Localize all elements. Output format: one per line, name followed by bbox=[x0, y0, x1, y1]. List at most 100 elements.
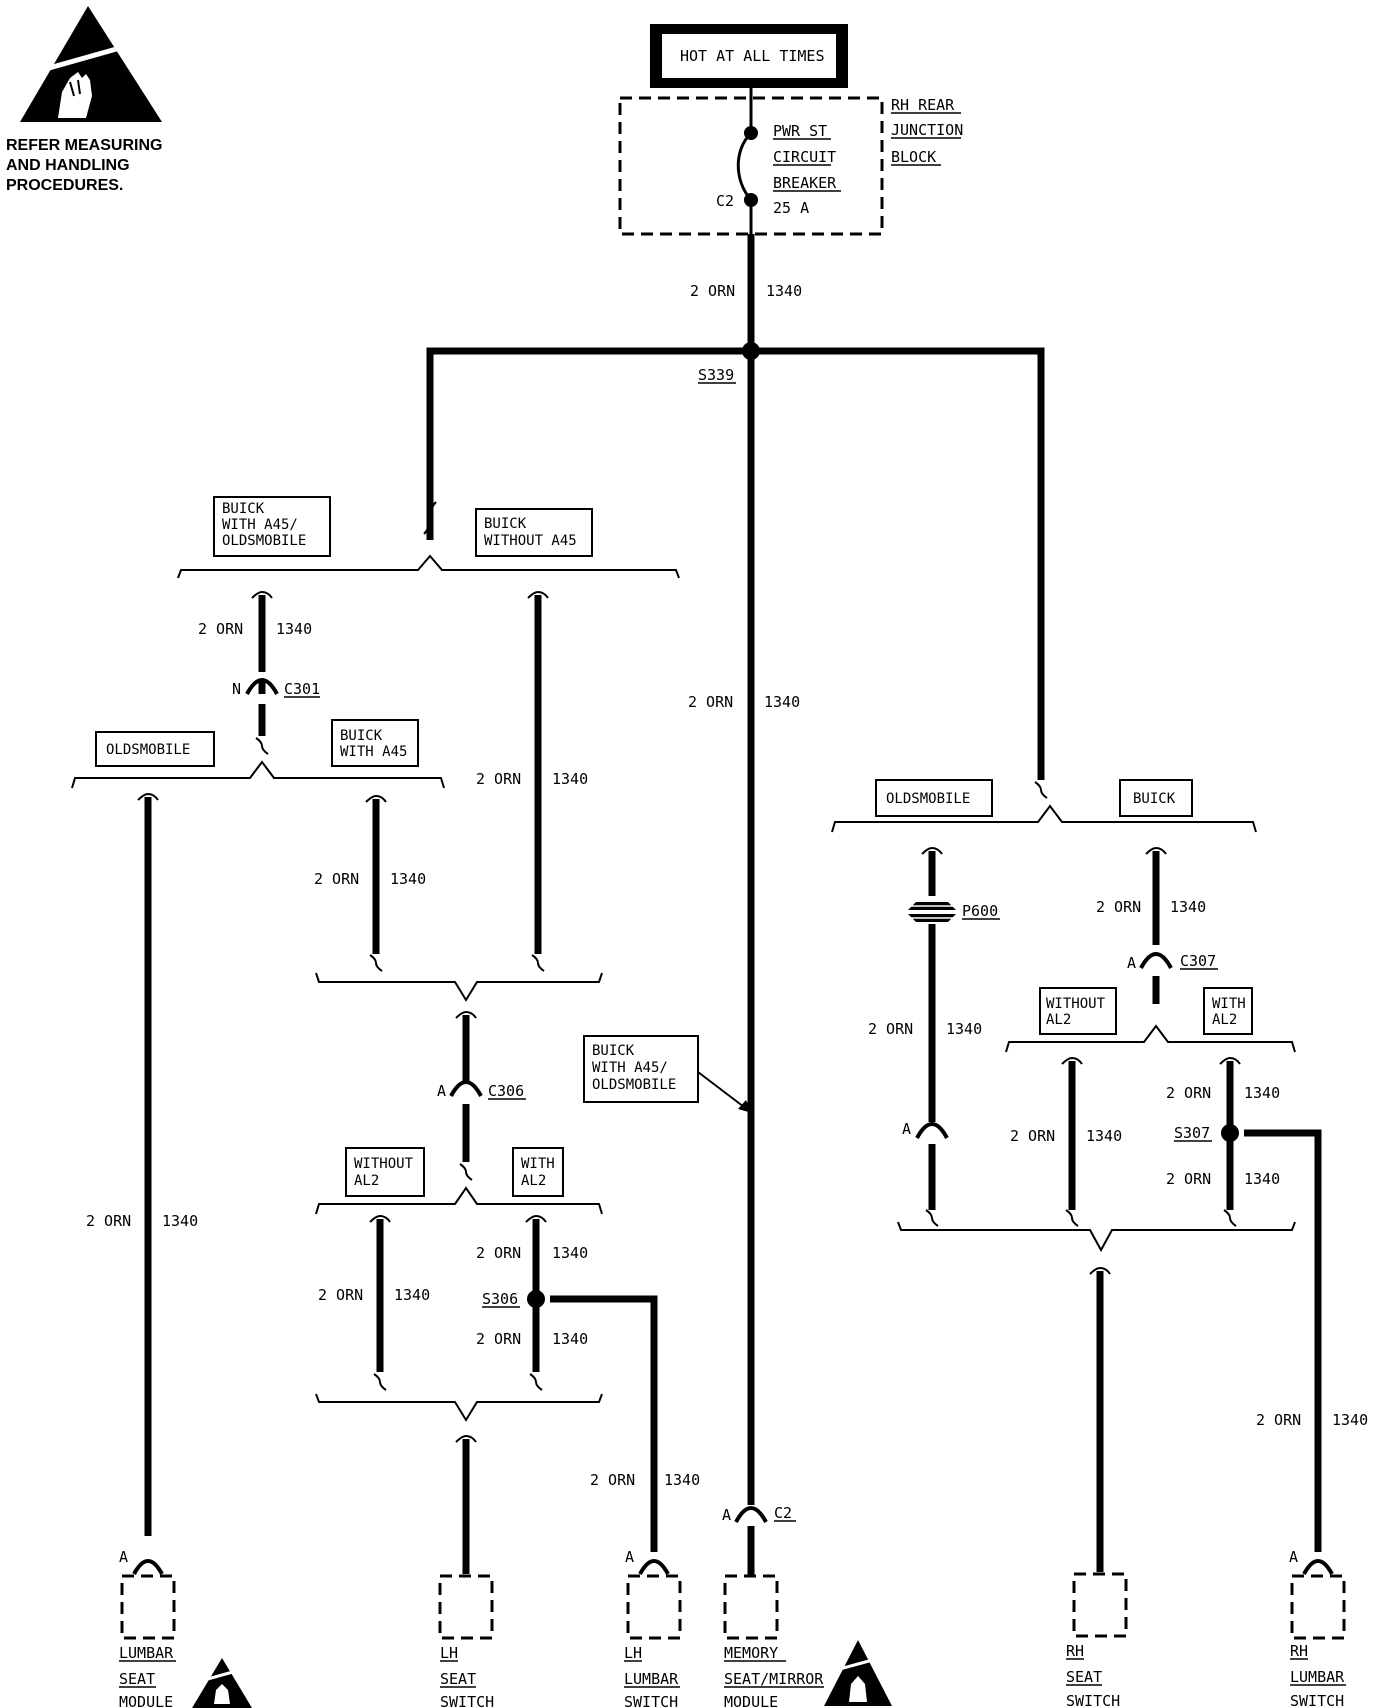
option-buick-with-a45 bbox=[331, 719, 419, 767]
option-with-al2-left bbox=[512, 1147, 564, 1197]
svg-text:BUICK: BUICK bbox=[484, 516, 527, 532]
svg-text:2 ORN: 2 ORN bbox=[86, 1212, 131, 1230]
svg-text:A: A bbox=[1289, 1548, 1298, 1566]
connector-rh-lumbar-switch bbox=[1302, 1559, 1334, 1575]
svg-text:1340: 1340 bbox=[946, 1020, 982, 1038]
connector-c2-pin: A bbox=[722, 1506, 731, 1524]
memory-module-label-1: MEMORY bbox=[724, 1644, 778, 1662]
option-without-al2-left bbox=[345, 1147, 425, 1197]
memory-module-label-3: MODULE bbox=[724, 1693, 778, 1708]
svg-text:WITH A45/: WITH A45/ bbox=[592, 1060, 668, 1076]
breaker-rating: 25 A bbox=[773, 199, 809, 217]
splice-s307 bbox=[1221, 1124, 1239, 1142]
esd-note-line-1: REFER MEASURING bbox=[6, 137, 162, 154]
svg-text:2 ORN: 2 ORN bbox=[318, 1286, 363, 1304]
svg-text:OLDSMOBILE: OLDSMOBILE bbox=[222, 533, 306, 549]
lh-seat-switch-label-1: LH bbox=[440, 1644, 458, 1662]
connector-c307-label: C307 bbox=[1180, 952, 1216, 970]
svg-text:WITH: WITH bbox=[1212, 996, 1246, 1012]
svg-text:AL2: AL2 bbox=[1046, 1012, 1071, 1028]
rh-seat-switch-label-2: SEAT bbox=[1066, 1668, 1102, 1686]
center-wire-circuit: 1340 bbox=[764, 693, 800, 711]
svg-text:1340: 1340 bbox=[1244, 1084, 1280, 1102]
join-bracket-lh-seat bbox=[315, 1393, 603, 1422]
svg-text:2 ORN: 2 ORN bbox=[198, 620, 243, 638]
svg-text:WITH A45: WITH A45 bbox=[340, 744, 407, 760]
splice-s339-label: S339 bbox=[698, 366, 734, 384]
lumbar-seat-module-label-3: MODULE bbox=[119, 1693, 173, 1708]
circuit-breaker-symbol bbox=[736, 131, 753, 201]
rh-lumbar-switch-wire bbox=[1244, 1129, 1322, 1552]
lh-lumbar-switch-label-2: LUMBAR bbox=[624, 1670, 679, 1688]
svg-text:1340: 1340 bbox=[162, 1212, 198, 1230]
svg-text:WITHOUT A45: WITHOUT A45 bbox=[484, 533, 577, 549]
svg-text:2 ORN: 2 ORN bbox=[314, 870, 359, 888]
junction-label-1: RH REAR bbox=[891, 96, 955, 114]
lumbar-seat-module-label-2: SEAT bbox=[119, 1670, 155, 1688]
rh-rear-junction-block bbox=[618, 96, 884, 236]
svg-text:AL2: AL2 bbox=[521, 1173, 546, 1189]
svg-text:WITH: WITH bbox=[521, 1156, 555, 1172]
svg-text:1340: 1340 bbox=[1332, 1411, 1368, 1429]
svg-text:1340: 1340 bbox=[1086, 1127, 1122, 1145]
connector-c301-pin: N bbox=[232, 680, 241, 698]
connector-c306 bbox=[449, 1080, 483, 1097]
hot-at-all-times-label: HOT AT ALL TIMES bbox=[680, 47, 825, 65]
svg-text:BUICK: BUICK bbox=[1133, 791, 1176, 807]
svg-text:2 ORN: 2 ORN bbox=[476, 770, 521, 788]
esd-warning-icon bbox=[20, 6, 162, 122]
breaker-label-2: CIRCUIT bbox=[773, 148, 836, 166]
rh-lumbar-switch-label-3: SWITCH bbox=[1290, 1692, 1344, 1708]
svg-text:A: A bbox=[119, 1548, 128, 1566]
svg-text:BUICK: BUICK bbox=[592, 1043, 635, 1059]
svg-text:1340: 1340 bbox=[664, 1471, 700, 1489]
connector-c2-label: C2 bbox=[774, 1504, 792, 1522]
lh-seat-switch-label-2: SEAT bbox=[440, 1670, 476, 1688]
component-memory-seat-mirror-module bbox=[723, 1574, 779, 1640]
svg-text:BUICK: BUICK bbox=[222, 501, 265, 517]
lh-seat-switch-label-3: SWITCH bbox=[440, 1693, 494, 1708]
svg-text:A: A bbox=[625, 1548, 634, 1566]
connector-c306-pin: A bbox=[437, 1082, 446, 1100]
splice-s307-label: S307 bbox=[1174, 1124, 1210, 1142]
option-buick-a45-olds bbox=[213, 496, 331, 557]
lh-lumbar-switch-label-3: SWITCH bbox=[624, 1693, 678, 1708]
svg-text:OLDSMOBILE: OLDSMOBILE bbox=[592, 1077, 676, 1093]
esd-icon-memory-module bbox=[824, 1640, 892, 1706]
svg-text:2 ORN: 2 ORN bbox=[590, 1471, 635, 1489]
svg-text:BUICK: BUICK bbox=[340, 728, 383, 744]
option-buick-without-a45 bbox=[475, 508, 593, 557]
s339-bus-wire bbox=[426, 347, 1045, 780]
svg-text:2 ORN: 2 ORN bbox=[1256, 1411, 1301, 1429]
svg-text:AL2: AL2 bbox=[1212, 1012, 1237, 1028]
rh-seat-switch-label-3: SWITCH bbox=[1066, 1692, 1120, 1708]
component-rh-seat-switch bbox=[1072, 1572, 1128, 1638]
option-buick-right bbox=[1119, 779, 1193, 817]
splice-s306 bbox=[527, 1290, 545, 1308]
svg-text:AL2: AL2 bbox=[354, 1173, 379, 1189]
breaker-connector-label: C2 bbox=[716, 192, 734, 210]
connector-p600-a bbox=[915, 1122, 949, 1139]
component-lh-lumbar-switch bbox=[626, 1574, 682, 1640]
component-rh-lumbar-switch bbox=[1290, 1574, 1346, 1640]
breaker-label-3: BREAKER bbox=[773, 174, 837, 192]
memory-module-label-2: SEAT/MIRROR bbox=[724, 1670, 824, 1688]
main-feed-gauge: 2 ORN bbox=[690, 282, 735, 300]
pointer-arrow bbox=[697, 1071, 749, 1111]
connector-p600-label: P600 bbox=[962, 902, 998, 920]
svg-text:1340: 1340 bbox=[552, 1244, 588, 1262]
svg-text:2 ORN: 2 ORN bbox=[476, 1244, 521, 1262]
svg-text:1340: 1340 bbox=[552, 1330, 588, 1348]
svg-text:2 ORN: 2 ORN bbox=[1096, 898, 1141, 916]
esd-note-line-2: AND HANDLING bbox=[6, 157, 130, 174]
option-without-al2-right bbox=[1039, 987, 1117, 1035]
option-bracket-olds-buick-right bbox=[831, 804, 1257, 833]
option-bracket-a45 bbox=[177, 554, 680, 579]
option-bracket-al2-left bbox=[315, 1186, 603, 1215]
svg-text:2 ORN: 2 ORN bbox=[1166, 1170, 1211, 1188]
option-with-al2-right bbox=[1203, 987, 1253, 1035]
join-bracket-rh-seat bbox=[897, 1221, 1296, 1253]
connector-c307-pin: A bbox=[1127, 954, 1136, 972]
svg-text:1340: 1340 bbox=[1244, 1170, 1280, 1188]
